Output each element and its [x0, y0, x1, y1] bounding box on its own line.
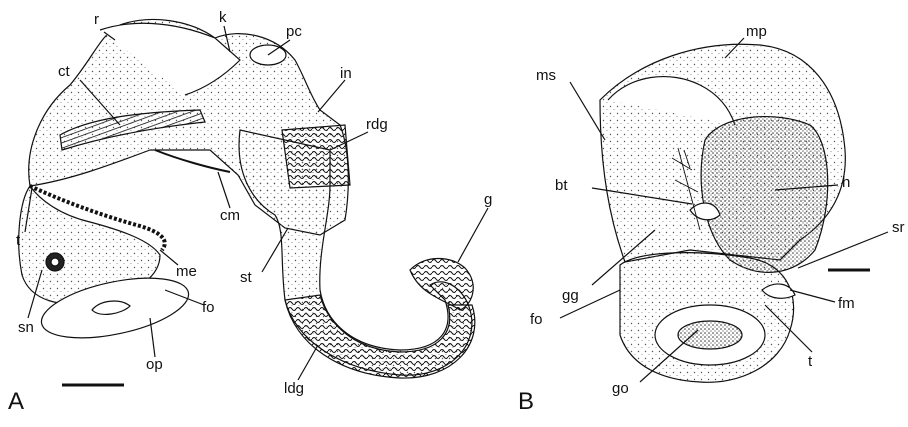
label-rdg: rdg	[366, 117, 388, 132]
label-bt: bt	[555, 178, 568, 193]
label-r: r	[94, 12, 99, 27]
panel-letter-b: B	[518, 390, 534, 414]
label-h: h	[842, 175, 850, 190]
label-ms: ms	[536, 68, 556, 83]
gland-tip	[410, 258, 473, 310]
label-st: st	[240, 270, 252, 285]
label-in: in	[340, 66, 352, 81]
label-g: g	[484, 192, 492, 207]
label-fm: fm	[838, 296, 855, 311]
panel-a-drawing	[19, 19, 488, 385]
label-cm: cm	[220, 208, 240, 223]
label-fo-a: fo	[202, 300, 215, 315]
label-me: me	[176, 264, 197, 279]
label-ldg: ldg	[284, 381, 304, 396]
label-t: t	[16, 233, 20, 248]
label-gg: gg	[562, 288, 579, 303]
label-go: go	[612, 381, 629, 396]
label-pc: pc	[286, 24, 302, 39]
right-digestive-gland	[282, 125, 350, 188]
panel-b-drawing	[560, 38, 888, 382]
label-op: op	[146, 357, 163, 372]
label-t-b: t	[808, 354, 812, 369]
label-mp: mp	[746, 24, 767, 39]
label-sn: sn	[18, 320, 34, 335]
label-ct: ct	[58, 64, 70, 79]
label-fo-b: fo	[530, 312, 543, 327]
panel-letter-a: A	[8, 390, 24, 414]
label-sr: sr	[892, 220, 905, 235]
label-k: k	[219, 10, 227, 25]
lower-digestive-gland	[285, 295, 475, 378]
